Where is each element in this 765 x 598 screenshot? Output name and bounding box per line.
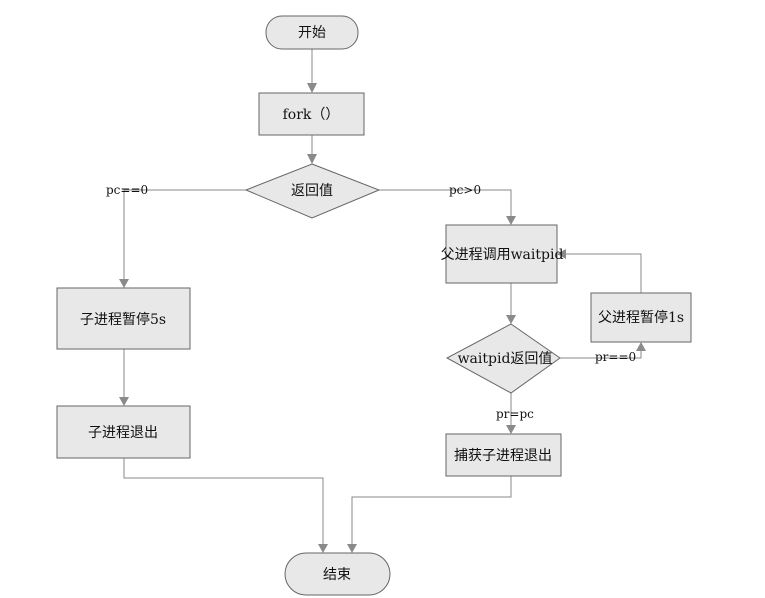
parent-waitpid-node: 父进程调用waitpid [441, 224, 564, 284]
fork-node: fork（） [258, 92, 365, 136]
return-value-decision: 返回值 [244, 163, 381, 219]
edge-parentsleep-waitpid [565, 253, 642, 293]
return-value-label: 返回值 [291, 183, 333, 199]
waitpid-return-diamond [445, 323, 561, 394]
edge-decision-parentsleep [560, 350, 642, 359]
connectors [119, 49, 646, 553]
arrowhead [307, 83, 317, 93]
edge-return-child [123, 189, 246, 280]
edge-capture-end [351, 476, 512, 545]
edge-labels: pc==0 pc>0 pr==0 pr=pc [106, 183, 636, 421]
edge-return-parent [379, 189, 512, 217]
child-exit-node: 子进程退出 [56, 405, 191, 459]
arrowhead [119, 397, 129, 406]
edge-childexit-end [123, 458, 324, 545]
start-terminal-shape [265, 15, 359, 50]
start-node: 开始 [265, 15, 359, 50]
capture-exit-box [445, 433, 562, 477]
edge-label-pc-gt-0: pc>0 [449, 183, 481, 197]
edge-label-pr-eq-0: pr==0 [595, 350, 636, 364]
child-sleep-node: 子进程暂停5s [56, 287, 191, 350]
edge-label-pc-eq-0: pc==0 [106, 183, 148, 197]
parent-waitpid-box [445, 224, 558, 284]
start-label: 开始 [298, 25, 326, 41]
arrowhead [307, 154, 317, 164]
child-exit-label: 子进程退出 [88, 425, 158, 441]
arrowhead [557, 249, 566, 259]
end-node: 结束 [284, 552, 391, 596]
arrowhead [506, 315, 516, 324]
fork-box [258, 92, 365, 136]
capture-exit-label: 捕获子进程退出 [454, 448, 552, 464]
waitpid-return-decision: waitpid返回值 [445, 323, 561, 394]
end-label: 结束 [323, 567, 351, 583]
arrowhead [506, 425, 516, 434]
arrowhead [318, 544, 328, 553]
parent-sleep-box [590, 292, 692, 343]
child-exit-box [56, 405, 191, 459]
fork-label: fork（） [283, 107, 340, 123]
parent-sleep-node: 父进程暂停1s [590, 292, 692, 343]
parent-sleep-label: 父进程暂停1s [598, 309, 684, 326]
arrowhead [119, 279, 129, 288]
capture-exit-node: 捕获子进程退出 [445, 433, 562, 477]
arrowhead [636, 342, 646, 351]
child-sleep-box [56, 287, 191, 350]
return-value-diamond [244, 163, 381, 219]
end-terminal-shape [284, 552, 391, 596]
parent-waitpid-label: 父进程调用waitpid [441, 247, 564, 263]
child-sleep-label: 子进程暂停5s [80, 311, 166, 328]
edge-label-pr-eq-pc: pr=pc [496, 407, 534, 421]
waitpid-return-label: waitpid返回值 [458, 351, 553, 367]
arrowhead [347, 544, 357, 553]
arrowhead [506, 216, 516, 225]
